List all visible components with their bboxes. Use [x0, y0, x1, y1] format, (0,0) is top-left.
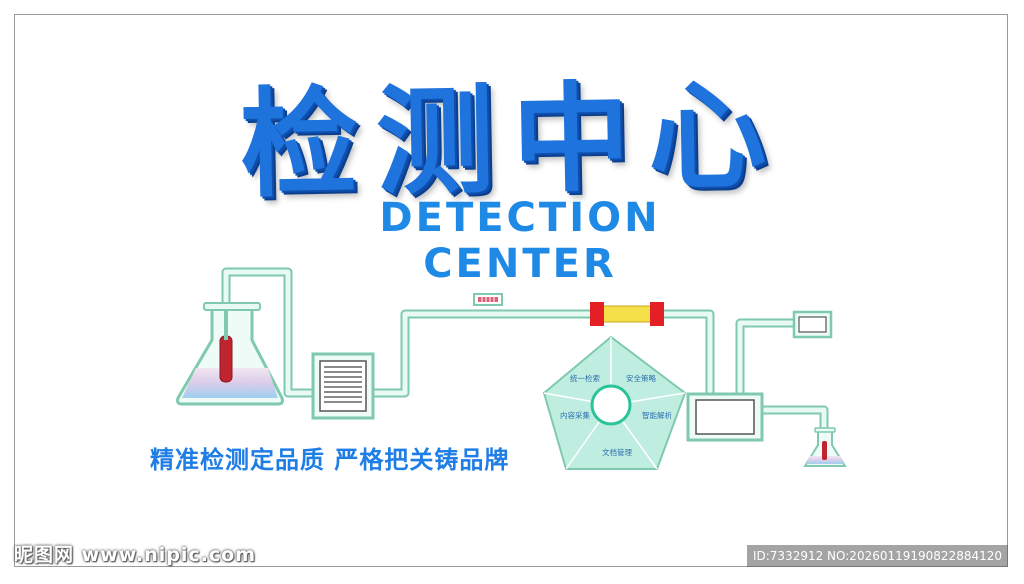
outer-frame — [14, 14, 1008, 567]
slogan-text: 精准检测定品质 严格把关铸品牌 — [150, 446, 510, 474]
small-display-icon — [792, 310, 833, 339]
pentagon-label-search: 统一检索 — [570, 373, 600, 383]
main-title-english: DETECTION CENTER — [379, 195, 661, 287]
watermark-site: 昵图网 www.nipic.com — [14, 544, 257, 566]
pressure-gauge-icon — [473, 293, 503, 306]
watermark-id: ID:7332912 NO:20260119190822884120 — [746, 545, 1008, 567]
pentagon-label-parsing: 智能解析 — [642, 410, 672, 420]
monitor-box-icon — [686, 392, 764, 442]
pentagon-label-security: 安全策略 — [626, 373, 656, 383]
filter-box-icon — [311, 352, 375, 420]
pentagon-label-collection: 内容采集 — [560, 410, 590, 420]
erlenmeyer-flask-icon — [176, 302, 284, 406]
pentagon-label-documents: 文档管理 — [602, 447, 632, 457]
small-flask-icon — [803, 427, 847, 467]
pentagon-process-diagram: 统一检索 安全策略 智能解析 文档管理 内容采集 — [542, 335, 687, 470]
valve-cylinder-icon — [590, 302, 664, 326]
